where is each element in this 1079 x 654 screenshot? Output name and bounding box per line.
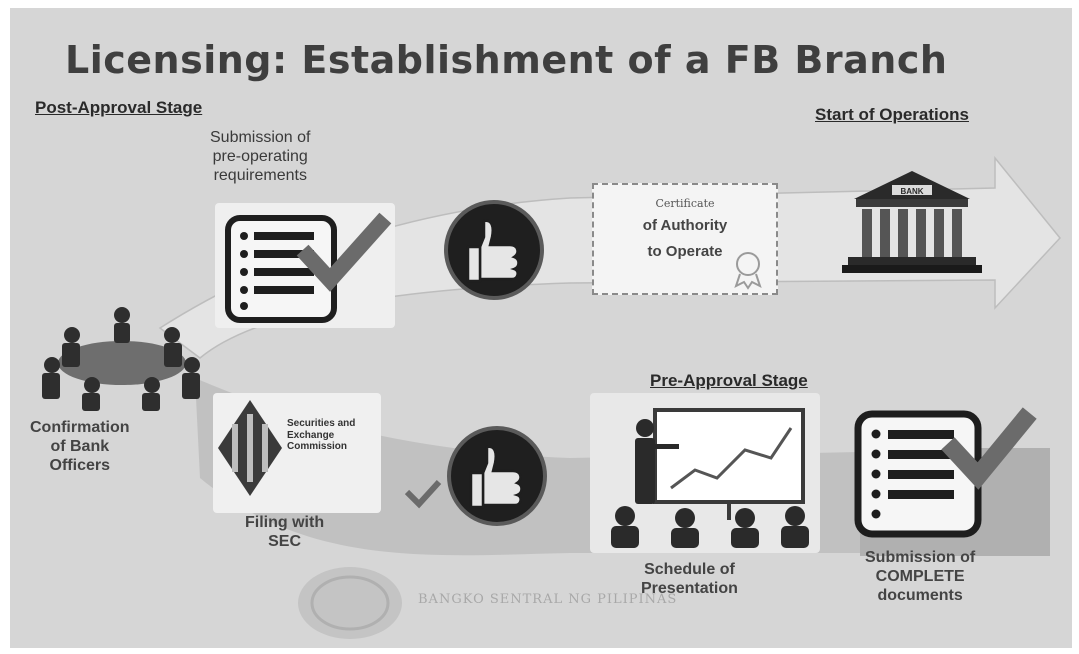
certificate-small-label: Certificate: [655, 197, 715, 210]
bank-building-icon: BANK: [842, 171, 982, 273]
caption-line: requirements: [213, 167, 307, 185]
slide: Licensing: Establishment of a FB Branch …: [10, 8, 1072, 648]
caption-line: Schedule of: [644, 561, 735, 578]
post-approval-stage-label: Post-Approval Stage: [35, 98, 203, 117]
sec-line: Securities and: [287, 418, 356, 429]
caption-line: of Bank: [50, 438, 110, 456]
caption-line: COMPLETE: [875, 568, 965, 586]
caption-line: Officers: [49, 457, 110, 475]
caption-line: Confirmation: [30, 419, 130, 436]
caption-line: Presentation: [641, 580, 738, 598]
small-check-icon: [404, 479, 442, 509]
sec-logo-icon: [218, 400, 282, 496]
presentation-icon: [611, 408, 809, 548]
filing-sec-caption: Filing with SEC: [245, 513, 324, 551]
caption-line: Filing with: [245, 514, 325, 531]
start-operations-label: Start of Operations: [815, 105, 969, 124]
thumbs-up-icon: [469, 445, 523, 509]
bsp-seal-watermark: [298, 567, 402, 639]
thumbs-up-icon: [466, 219, 520, 283]
sec-logo-text: Securities and Exchange Commission: [287, 418, 377, 453]
caption-line: Submission of: [865, 549, 976, 566]
certificate-seal-icon: [734, 252, 762, 290]
certificate-line-1: of Authority: [642, 217, 728, 234]
caption-line: documents: [877, 587, 963, 605]
certificate-card: Certificate of Authority to Operate: [592, 183, 778, 295]
certificate-line-2: to Operate: [647, 243, 723, 261]
confirmation-officers-caption: Confirmation of Bank Officers: [30, 418, 130, 476]
page-title: Licensing: Establishment of a FB Branch: [65, 38, 948, 82]
caption-line: Submission of: [210, 129, 311, 146]
sec-line: Exchange: [287, 429, 335, 441]
caption-line: SEC: [268, 533, 301, 551]
sec-line: Commission: [287, 441, 348, 452]
checklist-icon: [225, 212, 392, 323]
schedule-presentation-caption: Schedule of Presentation: [641, 560, 738, 598]
caption-line: pre-operating: [212, 148, 308, 166]
checklist-icon: [854, 407, 1037, 538]
meeting-icon: [42, 307, 200, 411]
bank-sign-text: BANK: [900, 187, 923, 196]
submission-pre-operating-caption: Submission of pre-operating requirements: [210, 128, 311, 186]
submission-complete-caption: Submission of COMPLETE documents: [865, 548, 975, 606]
seal-watermark-text: BANGKO SENTRAL NG PILIPINAS: [418, 592, 678, 607]
pre-approval-stage-label: Pre-Approval Stage: [650, 371, 808, 390]
